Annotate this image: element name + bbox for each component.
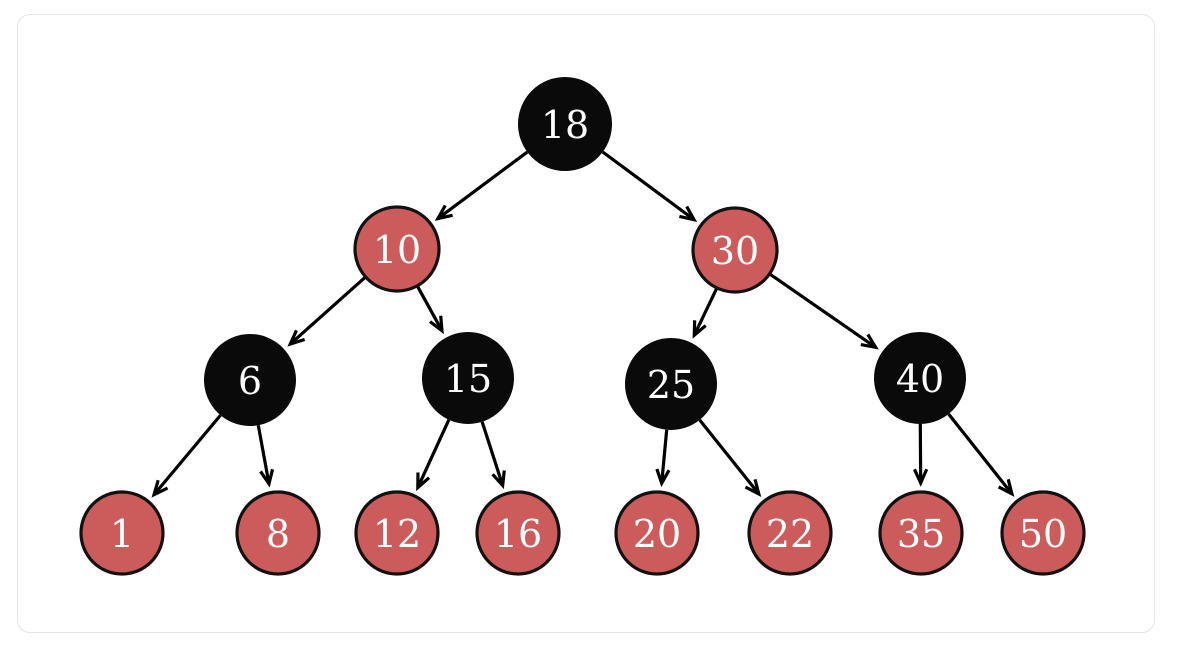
tree-edge xyxy=(947,413,1015,497)
node-circle[interactable] xyxy=(878,490,964,576)
node-label: 40 xyxy=(896,357,944,401)
tree-edge xyxy=(416,419,451,492)
arrow-head-icon xyxy=(416,472,431,492)
arrow-head-icon xyxy=(655,468,671,488)
node-label: 10 xyxy=(373,228,421,272)
tree-edge xyxy=(769,273,879,350)
node-circle[interactable] xyxy=(747,490,833,576)
arrow-head-icon xyxy=(860,333,879,350)
tree-edge xyxy=(698,418,762,497)
arrow-head-icon xyxy=(997,478,1015,497)
node-circle[interactable] xyxy=(422,332,514,424)
node-label: 30 xyxy=(711,229,759,273)
tree-edge xyxy=(601,150,698,222)
tree-node-35[interactable]: 35 xyxy=(878,490,964,576)
node-circle[interactable] xyxy=(475,490,561,576)
node-circle[interactable] xyxy=(874,332,966,424)
tree-node-8[interactable]: 8 xyxy=(235,490,321,576)
node-circle[interactable] xyxy=(354,490,440,576)
edge-layer xyxy=(151,150,1015,498)
tree-node-25[interactable]: 25 xyxy=(625,338,717,430)
node-label: 8 xyxy=(266,512,290,556)
tree-node-22[interactable]: 22 xyxy=(747,490,833,576)
node-label: 18 xyxy=(541,103,589,147)
tree-edge xyxy=(692,288,718,339)
tree-edge xyxy=(913,423,929,487)
node-circle[interactable] xyxy=(235,490,321,576)
tree-edge xyxy=(655,429,671,488)
node-circle[interactable] xyxy=(1000,490,1086,576)
arrow-head-icon xyxy=(259,468,275,488)
arrow-head-icon xyxy=(913,468,929,487)
tree-edge xyxy=(416,285,444,335)
tree-edge xyxy=(434,150,529,221)
arrow-head-icon xyxy=(434,204,453,221)
arrow-head-icon xyxy=(429,315,444,335)
tree-node-10[interactable]: 10 xyxy=(353,205,441,293)
node-circle[interactable] xyxy=(614,490,700,576)
node-label: 16 xyxy=(494,512,542,556)
tree-node-12[interactable]: 12 xyxy=(354,490,440,576)
arrow-head-icon xyxy=(287,329,306,347)
tree-node-30[interactable]: 30 xyxy=(691,206,779,294)
tree-node-1[interactable]: 1 xyxy=(79,490,165,576)
tree-edge xyxy=(256,424,275,488)
arrow-head-icon xyxy=(491,470,506,490)
node-circle[interactable] xyxy=(691,206,779,294)
tree-node-40[interactable]: 40 xyxy=(874,332,966,424)
arrow-head-icon xyxy=(679,205,698,222)
node-label: 12 xyxy=(373,512,421,556)
node-label: 35 xyxy=(897,512,945,556)
node-circle[interactable] xyxy=(353,205,441,293)
tree-node-20[interactable]: 20 xyxy=(614,490,700,576)
node-circle[interactable] xyxy=(625,338,717,430)
tree-node-16[interactable]: 16 xyxy=(475,490,561,576)
node-circle[interactable] xyxy=(518,77,612,171)
arrow-head-icon xyxy=(744,479,762,497)
node-label: 25 xyxy=(647,363,695,407)
tree-edge xyxy=(287,276,366,347)
tree-edge xyxy=(480,421,506,490)
node-label: 6 xyxy=(238,359,262,403)
arrow-head-icon xyxy=(692,320,707,339)
node-label: 1 xyxy=(110,512,134,556)
tree-node-15[interactable]: 15 xyxy=(422,332,514,424)
node-label: 50 xyxy=(1019,512,1067,556)
node-circle[interactable] xyxy=(204,334,296,426)
tree-node-18[interactable]: 18 xyxy=(518,77,612,171)
node-label: 15 xyxy=(444,357,492,401)
node-label: 20 xyxy=(633,512,681,556)
node-label: 22 xyxy=(766,512,814,556)
tree-node-50[interactable]: 50 xyxy=(1000,490,1086,576)
arrow-head-icon xyxy=(151,479,169,498)
node-circle[interactable] xyxy=(79,490,165,576)
tree-edge xyxy=(151,414,222,498)
tree-node-6[interactable]: 6 xyxy=(204,334,296,426)
